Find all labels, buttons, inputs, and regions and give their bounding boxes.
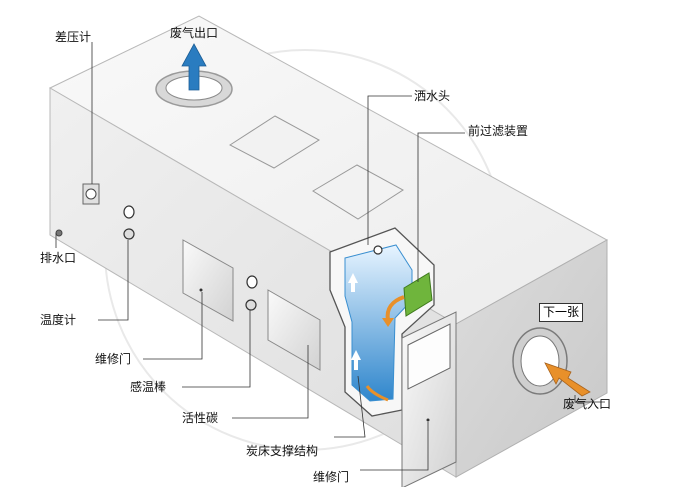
leader-door-left bbox=[143, 292, 203, 360]
label-maintenance-door-left: 维修门 bbox=[95, 352, 132, 366]
next-image-button[interactable]: 下一张 bbox=[539, 303, 584, 322]
maintenance-door-right-window bbox=[407, 323, 451, 390]
maintenance-door-right-handle bbox=[426, 418, 430, 422]
exhaust-inlet-hole bbox=[520, 335, 560, 387]
label-temp-sensor: 感温棒 bbox=[130, 380, 167, 394]
top-access-panel-2 bbox=[312, 164, 404, 220]
maintenance-door-left-handle bbox=[199, 288, 203, 292]
temp-sensor-bottom bbox=[245, 299, 257, 311]
label-exhaust-outlet: 废气出口 bbox=[170, 26, 219, 40]
pre-filter-mesh bbox=[403, 272, 433, 317]
label-sprinkler-head: 洒水头 bbox=[414, 89, 451, 103]
water-chamber bbox=[344, 244, 413, 402]
leader-pre-filter bbox=[417, 132, 465, 282]
label-pre-filter: 前过滤装置 bbox=[468, 124, 529, 138]
leader-sprinkler bbox=[367, 95, 412, 245]
diff-pressure-gauge-dial bbox=[85, 188, 97, 200]
exhaust-inlet-arrow bbox=[544, 362, 591, 397]
label-maintenance-door-right: 维修门 bbox=[313, 470, 350, 484]
airflow-arrow-bottom bbox=[365, 385, 389, 402]
top-access-panel-1 bbox=[229, 115, 320, 169]
updraft-arrow-upper bbox=[348, 273, 358, 292]
leader-lines bbox=[55, 42, 605, 471]
updraft-arrow-lower bbox=[351, 350, 361, 370]
thermometer-dial-bottom bbox=[123, 228, 135, 240]
airflow-arrow-filter-head bbox=[382, 318, 394, 327]
activated-carbon-panel bbox=[267, 289, 321, 371]
temp-sensor-top bbox=[246, 275, 258, 289]
sprinkler-head bbox=[373, 245, 383, 255]
label-activated-carbon: 活性碳 bbox=[182, 411, 219, 425]
leader-temp-sensor bbox=[182, 310, 251, 388]
thermometer-dial-top bbox=[123, 205, 135, 219]
label-carbon-bed-support: 炭床支撑结构 bbox=[246, 444, 319, 458]
label-thermometer: 温度计 bbox=[40, 313, 77, 327]
airflow-arrow-filter bbox=[385, 295, 405, 321]
leader-carbon bbox=[232, 345, 309, 419]
leader-carbon-bed bbox=[334, 375, 366, 438]
exhaust-up-arrow bbox=[181, 43, 207, 91]
drain-outlet-port bbox=[55, 229, 63, 237]
leader-thermometer bbox=[98, 240, 129, 321]
leader-door-right bbox=[360, 422, 429, 471]
label-exhaust-inlet: 废气入口 bbox=[563, 397, 612, 411]
label-diff-pressure-gauge: 差压计 bbox=[55, 30, 92, 44]
maintenance-door-left bbox=[182, 239, 234, 322]
label-drain-outlet: 排水口 bbox=[40, 251, 77, 265]
leader-inlet bbox=[574, 395, 605, 403]
